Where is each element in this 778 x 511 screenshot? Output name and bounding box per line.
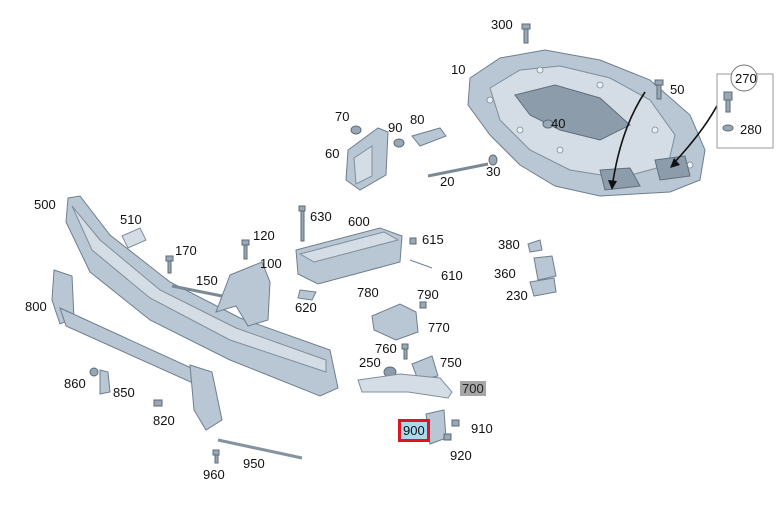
- nut-90: [393, 138, 405, 148]
- bumper-beam-500: [65, 195, 339, 397]
- label-750[interactable]: 750: [440, 355, 462, 370]
- label-60[interactable]: 60: [325, 146, 340, 161]
- label-270[interactable]: 270: [735, 71, 757, 86]
- label-100[interactable]: 100: [260, 256, 282, 271]
- label-70[interactable]: 70: [335, 109, 350, 124]
- label-630[interactable]: 630: [310, 209, 332, 224]
- label-510[interactable]: 510: [120, 212, 142, 227]
- screw-790: [419, 301, 427, 309]
- label-120[interactable]: 120: [253, 228, 275, 243]
- label-170[interactable]: 170: [175, 243, 197, 258]
- label-760[interactable]: 760: [375, 341, 397, 356]
- label-80[interactable]: 80: [410, 112, 425, 127]
- leader-arrow-50: [611, 91, 646, 189]
- label-380[interactable]: 380: [498, 237, 520, 252]
- label-610[interactable]: 610: [441, 268, 463, 283]
- arrow-head-270: [670, 158, 680, 168]
- label-920[interactable]: 920: [450, 448, 472, 463]
- bolt-120: [241, 239, 250, 246]
- arrow-head-50: [608, 180, 617, 190]
- bracket-850: [99, 369, 111, 395]
- bracket-60: [345, 127, 389, 191]
- nut-70: [350, 125, 362, 135]
- label-230[interactable]: 230: [506, 288, 528, 303]
- bolt-50: [654, 79, 664, 100]
- label-820[interactable]: 820: [153, 413, 175, 428]
- label-150[interactable]: 150: [196, 273, 218, 288]
- label-10[interactable]: 10: [451, 62, 466, 77]
- label-40[interactable]: 40: [551, 116, 566, 131]
- label-615[interactable]: 615: [422, 232, 444, 247]
- bracket-100: [215, 261, 271, 327]
- absorber-700: [357, 373, 453, 399]
- label-600[interactable]: 600: [348, 214, 370, 229]
- label-900-selected[interactable]: 900: [398, 419, 430, 442]
- label-800[interactable]: 800: [25, 299, 47, 314]
- spacer-510: [121, 227, 147, 249]
- label-910[interactable]: 910: [471, 421, 493, 436]
- label-780[interactable]: 780: [357, 285, 379, 300]
- bolt-610: [409, 259, 433, 269]
- screw-910: [451, 419, 460, 427]
- label-960[interactable]: 960: [203, 467, 225, 482]
- screw-615: [409, 237, 417, 245]
- label-850[interactable]: 850: [113, 385, 135, 400]
- bracket-900: [425, 409, 447, 445]
- bolt-300: [521, 23, 531, 44]
- rod-20: [427, 162, 489, 178]
- screw-270-shaft: [725, 99, 731, 113]
- label-50[interactable]: 50: [670, 82, 685, 97]
- clip-920: [443, 433, 452, 441]
- bolt-820: [153, 399, 163, 407]
- bolt-760: [401, 343, 409, 350]
- bracket-80: [411, 127, 447, 147]
- nut-40: [542, 119, 554, 129]
- washer-30: [488, 154, 498, 166]
- label-950[interactable]: 950: [243, 456, 265, 471]
- bolt-170: [165, 255, 174, 262]
- label-500[interactable]: 500: [34, 197, 56, 212]
- label-300[interactable]: 300: [491, 17, 513, 32]
- label-250[interactable]: 250: [359, 355, 381, 370]
- label-620[interactable]: 620: [295, 300, 317, 315]
- label-700-highlighted[interactable]: 700: [460, 381, 486, 396]
- bracket-230: [529, 277, 557, 297]
- bolt-960: [212, 449, 220, 456]
- underbody-panel-10: [467, 49, 706, 197]
- label-280[interactable]: 280: [740, 122, 762, 137]
- strip-950: [217, 438, 303, 460]
- label-90[interactable]: 90: [388, 120, 403, 135]
- callout-circle-270: [730, 64, 758, 92]
- washer-280: [722, 124, 734, 132]
- bolt-630: [298, 205, 306, 212]
- bracket-750: [411, 355, 439, 381]
- rod-150: [171, 284, 223, 298]
- screw-270: [723, 91, 733, 101]
- carrier-800: [51, 269, 223, 431]
- label-770[interactable]: 770: [428, 320, 450, 335]
- label-30[interactable]: 30: [486, 164, 501, 179]
- bracket-360: [533, 255, 557, 281]
- nut-860: [89, 367, 99, 377]
- screw-380: [527, 239, 543, 253]
- label-860[interactable]: 860: [64, 376, 86, 391]
- bracket-780: [371, 303, 419, 341]
- label-20[interactable]: 20: [440, 174, 455, 189]
- label-790[interactable]: 790: [417, 287, 439, 302]
- clip-620: [297, 289, 317, 301]
- label-360[interactable]: 360: [494, 266, 516, 281]
